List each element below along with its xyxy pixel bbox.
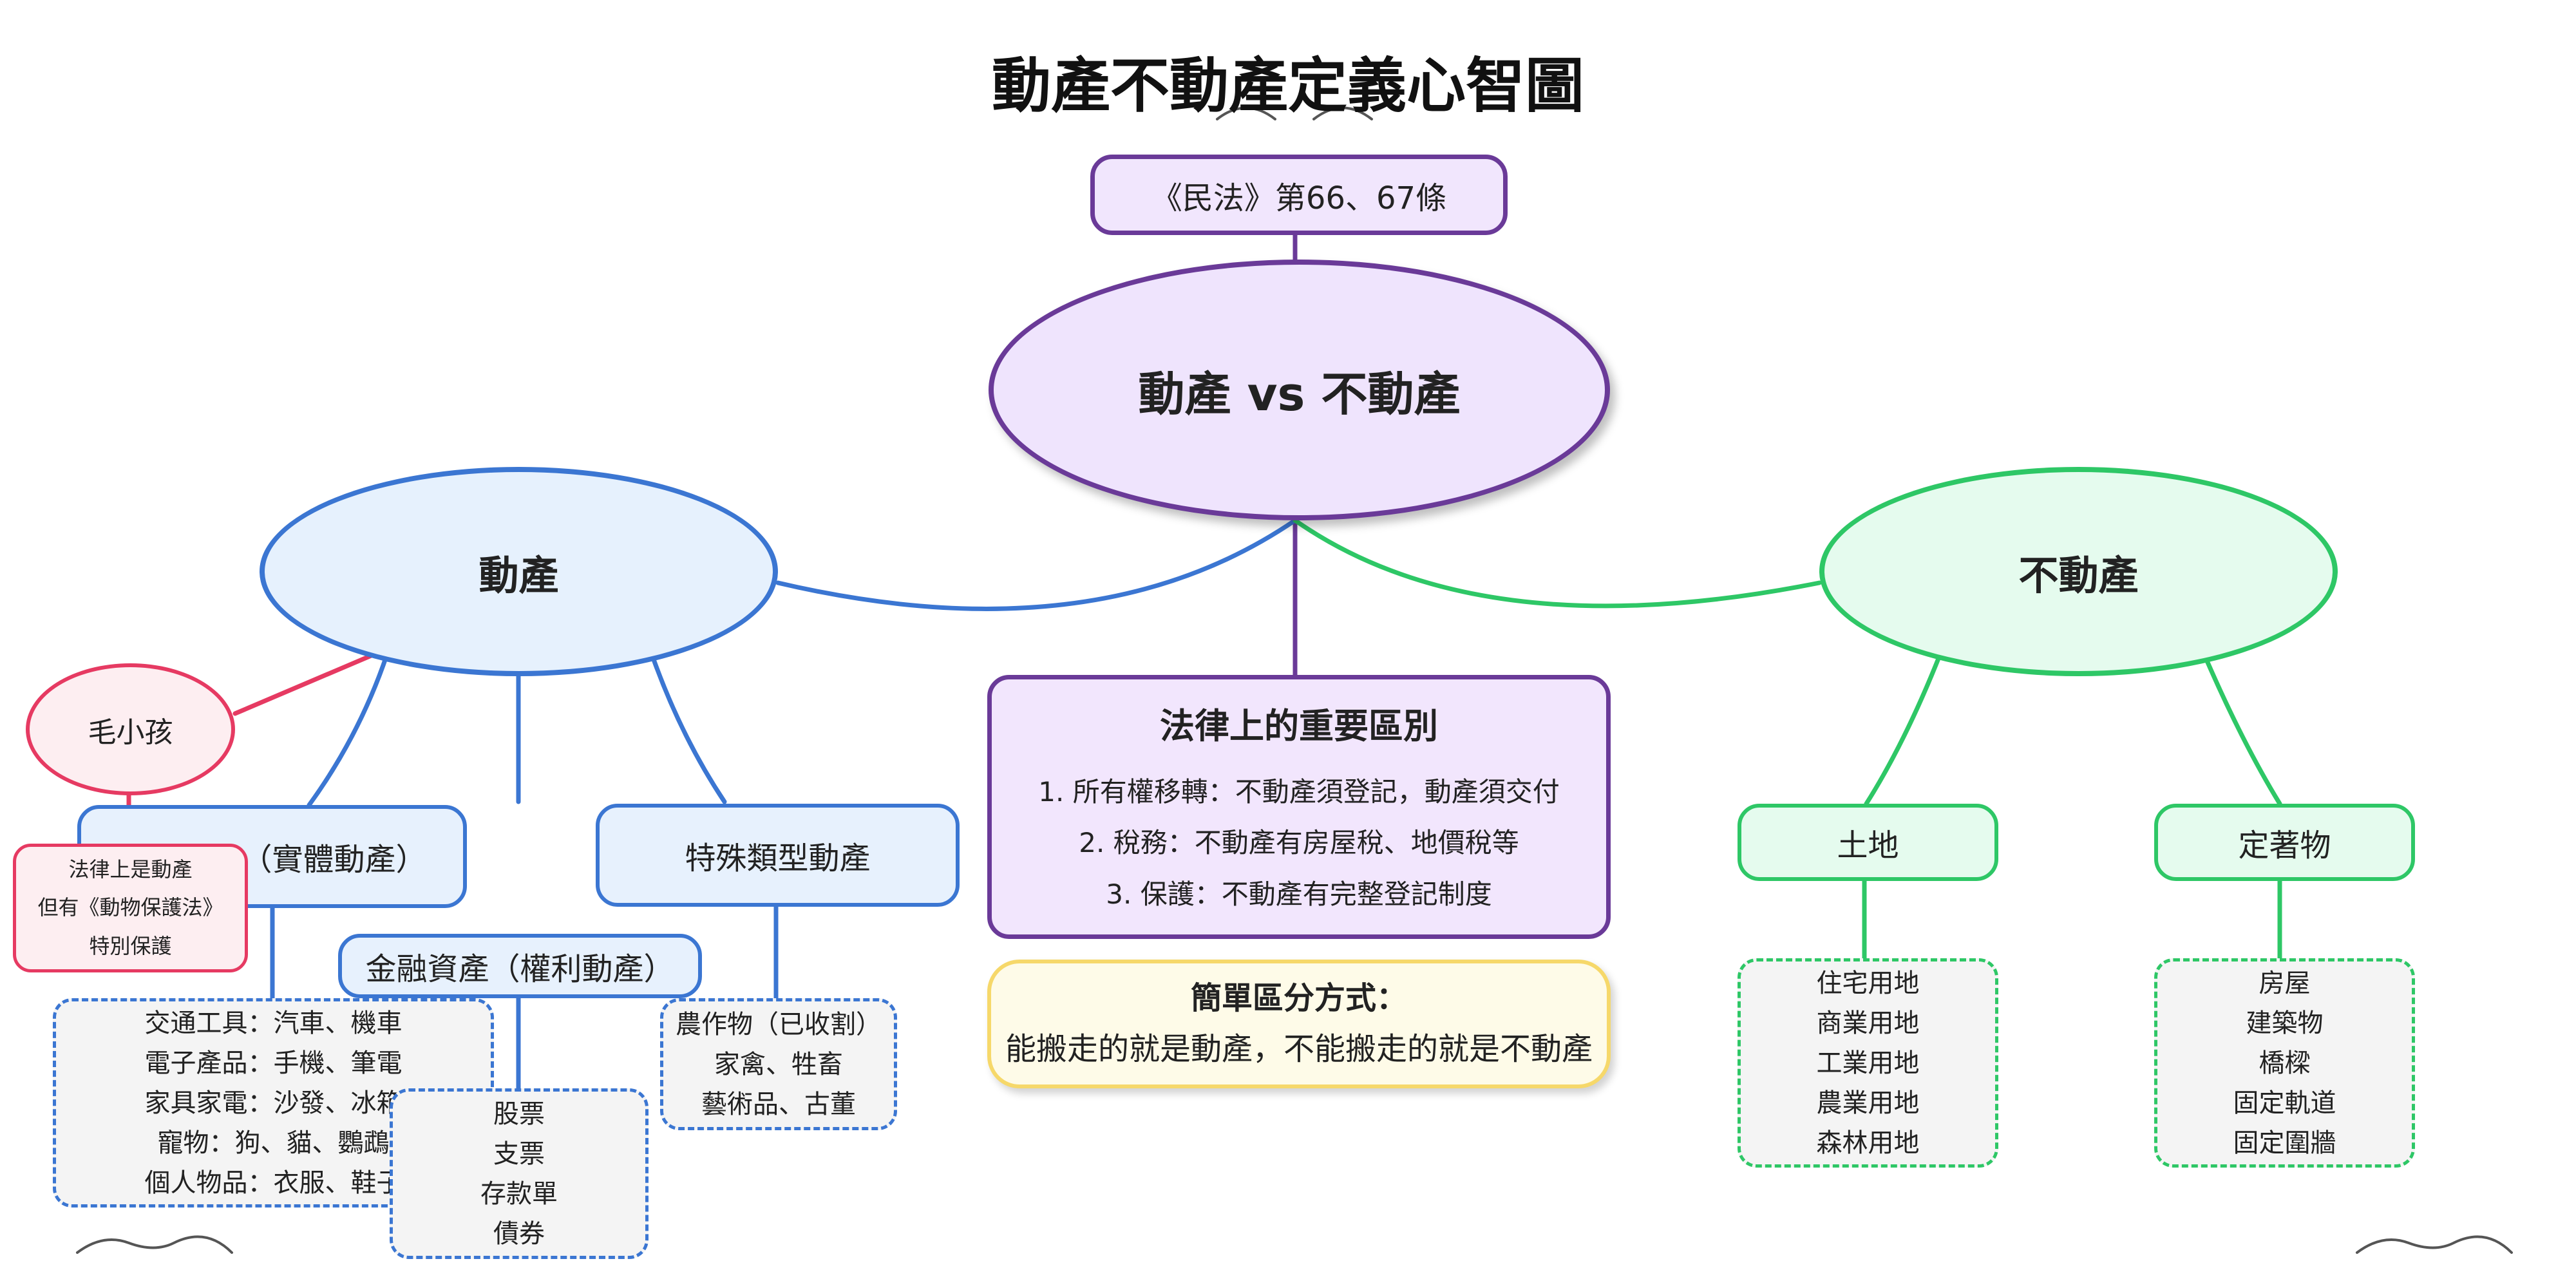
list-item: 支票: [493, 1139, 545, 1169]
link-movable-general: [307, 648, 391, 808]
list-item: 工業用地: [1816, 1048, 1920, 1078]
list-item: 電子產品：手機、筆電: [144, 1048, 402, 1078]
list-item: 存款單: [480, 1179, 558, 1209]
law-reference-box: 《民法》第66、67條: [1090, 155, 1508, 235]
note-line: 法律上是動產: [68, 857, 193, 882]
squiggle-decoration: [1312, 106, 1373, 120]
list-item: 債券: [493, 1218, 545, 1249]
list-item: 個人物品：衣服、鞋子: [144, 1168, 402, 1198]
fixture-box: 定著物: [2154, 804, 2415, 881]
list-item: 農作物（已收割）: [676, 1009, 882, 1039]
differences-heading: 法律上的重要區別: [1160, 706, 1438, 746]
difference-item: 3. 保護：不動產有完整登記制度: [1106, 878, 1492, 911]
root-node: 動產 vs 不動產: [989, 260, 1610, 520]
list-item: 家禽、牲畜: [714, 1049, 843, 1079]
list-item: 股票: [493, 1099, 545, 1129]
squiggle-decoration: [2356, 1235, 2513, 1254]
link-immovable-land: [1864, 648, 1944, 806]
tip-heading: 簡單區分方式：: [1190, 980, 1407, 1016]
financial-assets-box: 金融資產（權利動產）: [338, 934, 702, 998]
list-item: 農業用地: [1816, 1088, 1920, 1118]
fixture-list: 房屋 建築物 橋樑 固定軌道 固定圍牆: [2154, 958, 2415, 1168]
link-root-movable: [775, 518, 1298, 611]
list-item: 固定圍牆: [2233, 1128, 2336, 1158]
special-movable-box: 特殊類型動產: [596, 804, 960, 907]
list-item: 住宅用地: [1816, 968, 1920, 998]
link-pet-movable: [232, 647, 389, 716]
link-movable-special: [648, 648, 727, 804]
squiggle-decoration: [1216, 106, 1276, 120]
financial-assets-list: 股票 支票 存款單 債券: [390, 1088, 649, 1259]
simple-tip-box: 簡單區分方式： 能搬走的就是動產，不能搬走的就是不動產: [987, 960, 1611, 1088]
list-item: 家具家電：沙發、冰箱: [144, 1088, 402, 1118]
list-item: 建築物: [2246, 1008, 2324, 1038]
legal-differences-box: 法律上的重要區別 1. 所有權移轉：不動產須登記，動產須交付 2. 稅務：不動產…: [987, 675, 1611, 939]
squiggle-decoration: [76, 1235, 233, 1254]
movable-node: 動產: [260, 467, 778, 676]
difference-item: 2. 稅務：不動產有房屋稅、地價稅等: [1079, 827, 1519, 859]
pet-node: 毛小孩: [26, 663, 235, 795]
note-line: 但有《動物保護法》: [37, 895, 223, 920]
list-item: 商業用地: [1816, 1008, 1920, 1038]
list-item: 藝術品、古董: [701, 1089, 856, 1119]
immovable-node: 不動產: [1819, 467, 2338, 676]
tip-text: 能搬走的就是動產，不能搬走的就是不動產: [1005, 1031, 1593, 1067]
note-line: 特別保護: [89, 933, 172, 958]
special-movable-list: 農作物（已收割） 家禽、牲畜 藝術品、古董: [660, 998, 897, 1130]
list-item: 房屋: [2259, 968, 2311, 998]
list-item: 森林用地: [1816, 1128, 1920, 1158]
difference-item: 1. 所有權移轉：不動產須登記，動產須交付: [1038, 775, 1560, 808]
list-item: 寵物：狗、貓、鸚鵡: [157, 1128, 390, 1158]
page-title: 動產不動產定義心智圖: [991, 51, 1584, 120]
land-box: 土地: [1738, 804, 1998, 881]
pet-note: 法律上是動產 但有《動物保護法》 特別保護: [13, 844, 248, 972]
list-item: 橋樑: [2259, 1048, 2311, 1078]
link-immovable-fixture: [2200, 648, 2282, 806]
list-item: 交通工具：汽車、機車: [144, 1008, 402, 1038]
land-list: 住宅用地 商業用地 工業用地 農業用地 森林用地: [1738, 958, 1998, 1168]
link-root-immovable: [1293, 518, 1822, 609]
list-item: 固定軌道: [2233, 1088, 2336, 1118]
